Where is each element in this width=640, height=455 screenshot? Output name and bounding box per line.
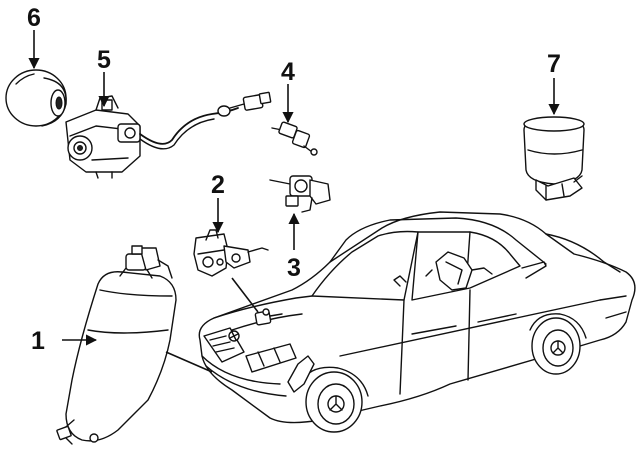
callout-4: 4 <box>281 58 295 86</box>
part-3-level-control-valve <box>269 175 331 213</box>
leader-lines <box>28 30 560 373</box>
part-1-fluid-reservoir <box>56 245 177 445</box>
part-7-air-spring-reservoir <box>523 116 585 201</box>
leader-2b <box>231 277 259 313</box>
callout-1: 1 <box>31 327 45 355</box>
part-4-pressure-sensor <box>271 121 318 156</box>
callout-3: 3 <box>287 254 301 282</box>
car-body-outline <box>198 211 636 433</box>
part-5-hydraulic-pump <box>65 91 272 179</box>
leader-1b <box>165 351 213 373</box>
part-2-level-sensor <box>193 229 269 277</box>
callout-5: 5 <box>97 46 111 74</box>
callout-6: 6 <box>27 4 41 32</box>
callout-7: 7 <box>547 50 561 78</box>
callout-2: 2 <box>211 171 225 199</box>
callout-labels: 1 2 3 4 5 6 7 <box>27 4 561 355</box>
part-6-pressure-accumulator <box>5 69 67 127</box>
